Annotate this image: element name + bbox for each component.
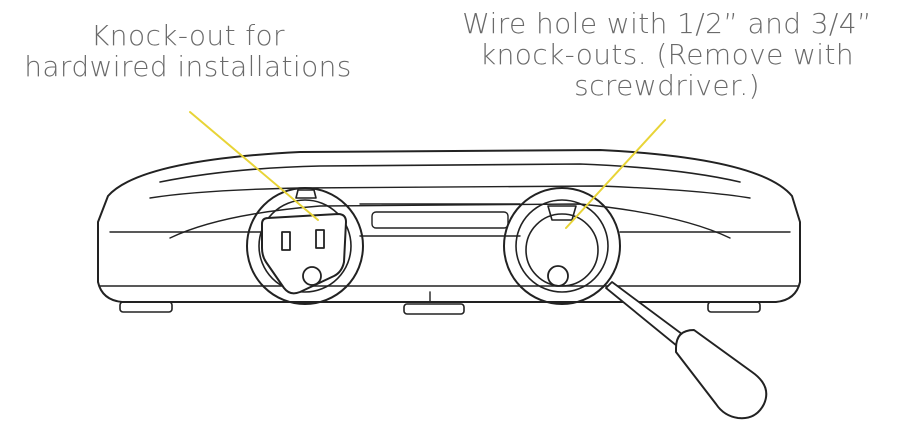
plug-body [261, 213, 347, 295]
channel-slot [371, 211, 509, 229]
knockout-outer-ring [246, 187, 364, 305]
wire-hole-inner-ring [525, 213, 599, 287]
plug-tab-top [295, 189, 317, 199]
wire-hole-callout-line-2: knock-outs. (Remove with [479, 38, 855, 71]
wire-hole-callout-label: Wire hole with 1/2” and 3/4” knock-outs.… [436, 8, 898, 101]
screwdriver-handle [675, 329, 768, 420]
housing-outline [97, 149, 801, 303]
knockout-callout-line-2: hardwired installations [24, 50, 352, 83]
foot-left [119, 301, 173, 313]
lid-ridge [159, 163, 741, 183]
wire-hole-mid-ring [515, 199, 609, 293]
foot-center [403, 303, 465, 315]
plug-ground-hole [302, 266, 322, 286]
wire-hole-tab [547, 205, 577, 221]
knockout-leader-line [189, 111, 319, 221]
plug-prong-left [281, 231, 291, 251]
knockout-left [246, 187, 364, 305]
wire-hole-leader-line [565, 119, 666, 229]
knockout-callout-label: Knock-out for hardwired installations [0, 20, 376, 82]
wire-hole-callout-line-3: screwdriver.) [574, 69, 760, 102]
knockout-inner-ring [258, 199, 352, 293]
wire-hole-right [503, 187, 621, 305]
lid-inner-edge [149, 185, 751, 199]
recess-frame [169, 203, 731, 239]
plug-prong-right [315, 229, 325, 249]
knockout-callout-line-1: Knock-out for [91, 19, 285, 52]
screwdriver [605, 281, 768, 420]
foot-right [707, 301, 761, 313]
wire-hole-outer-ring [503, 187, 621, 305]
wire-hole-callout-line-1: Wire hole with 1/2” and 3/4” [462, 7, 872, 40]
wire-hole-knockout-slug [547, 265, 569, 287]
